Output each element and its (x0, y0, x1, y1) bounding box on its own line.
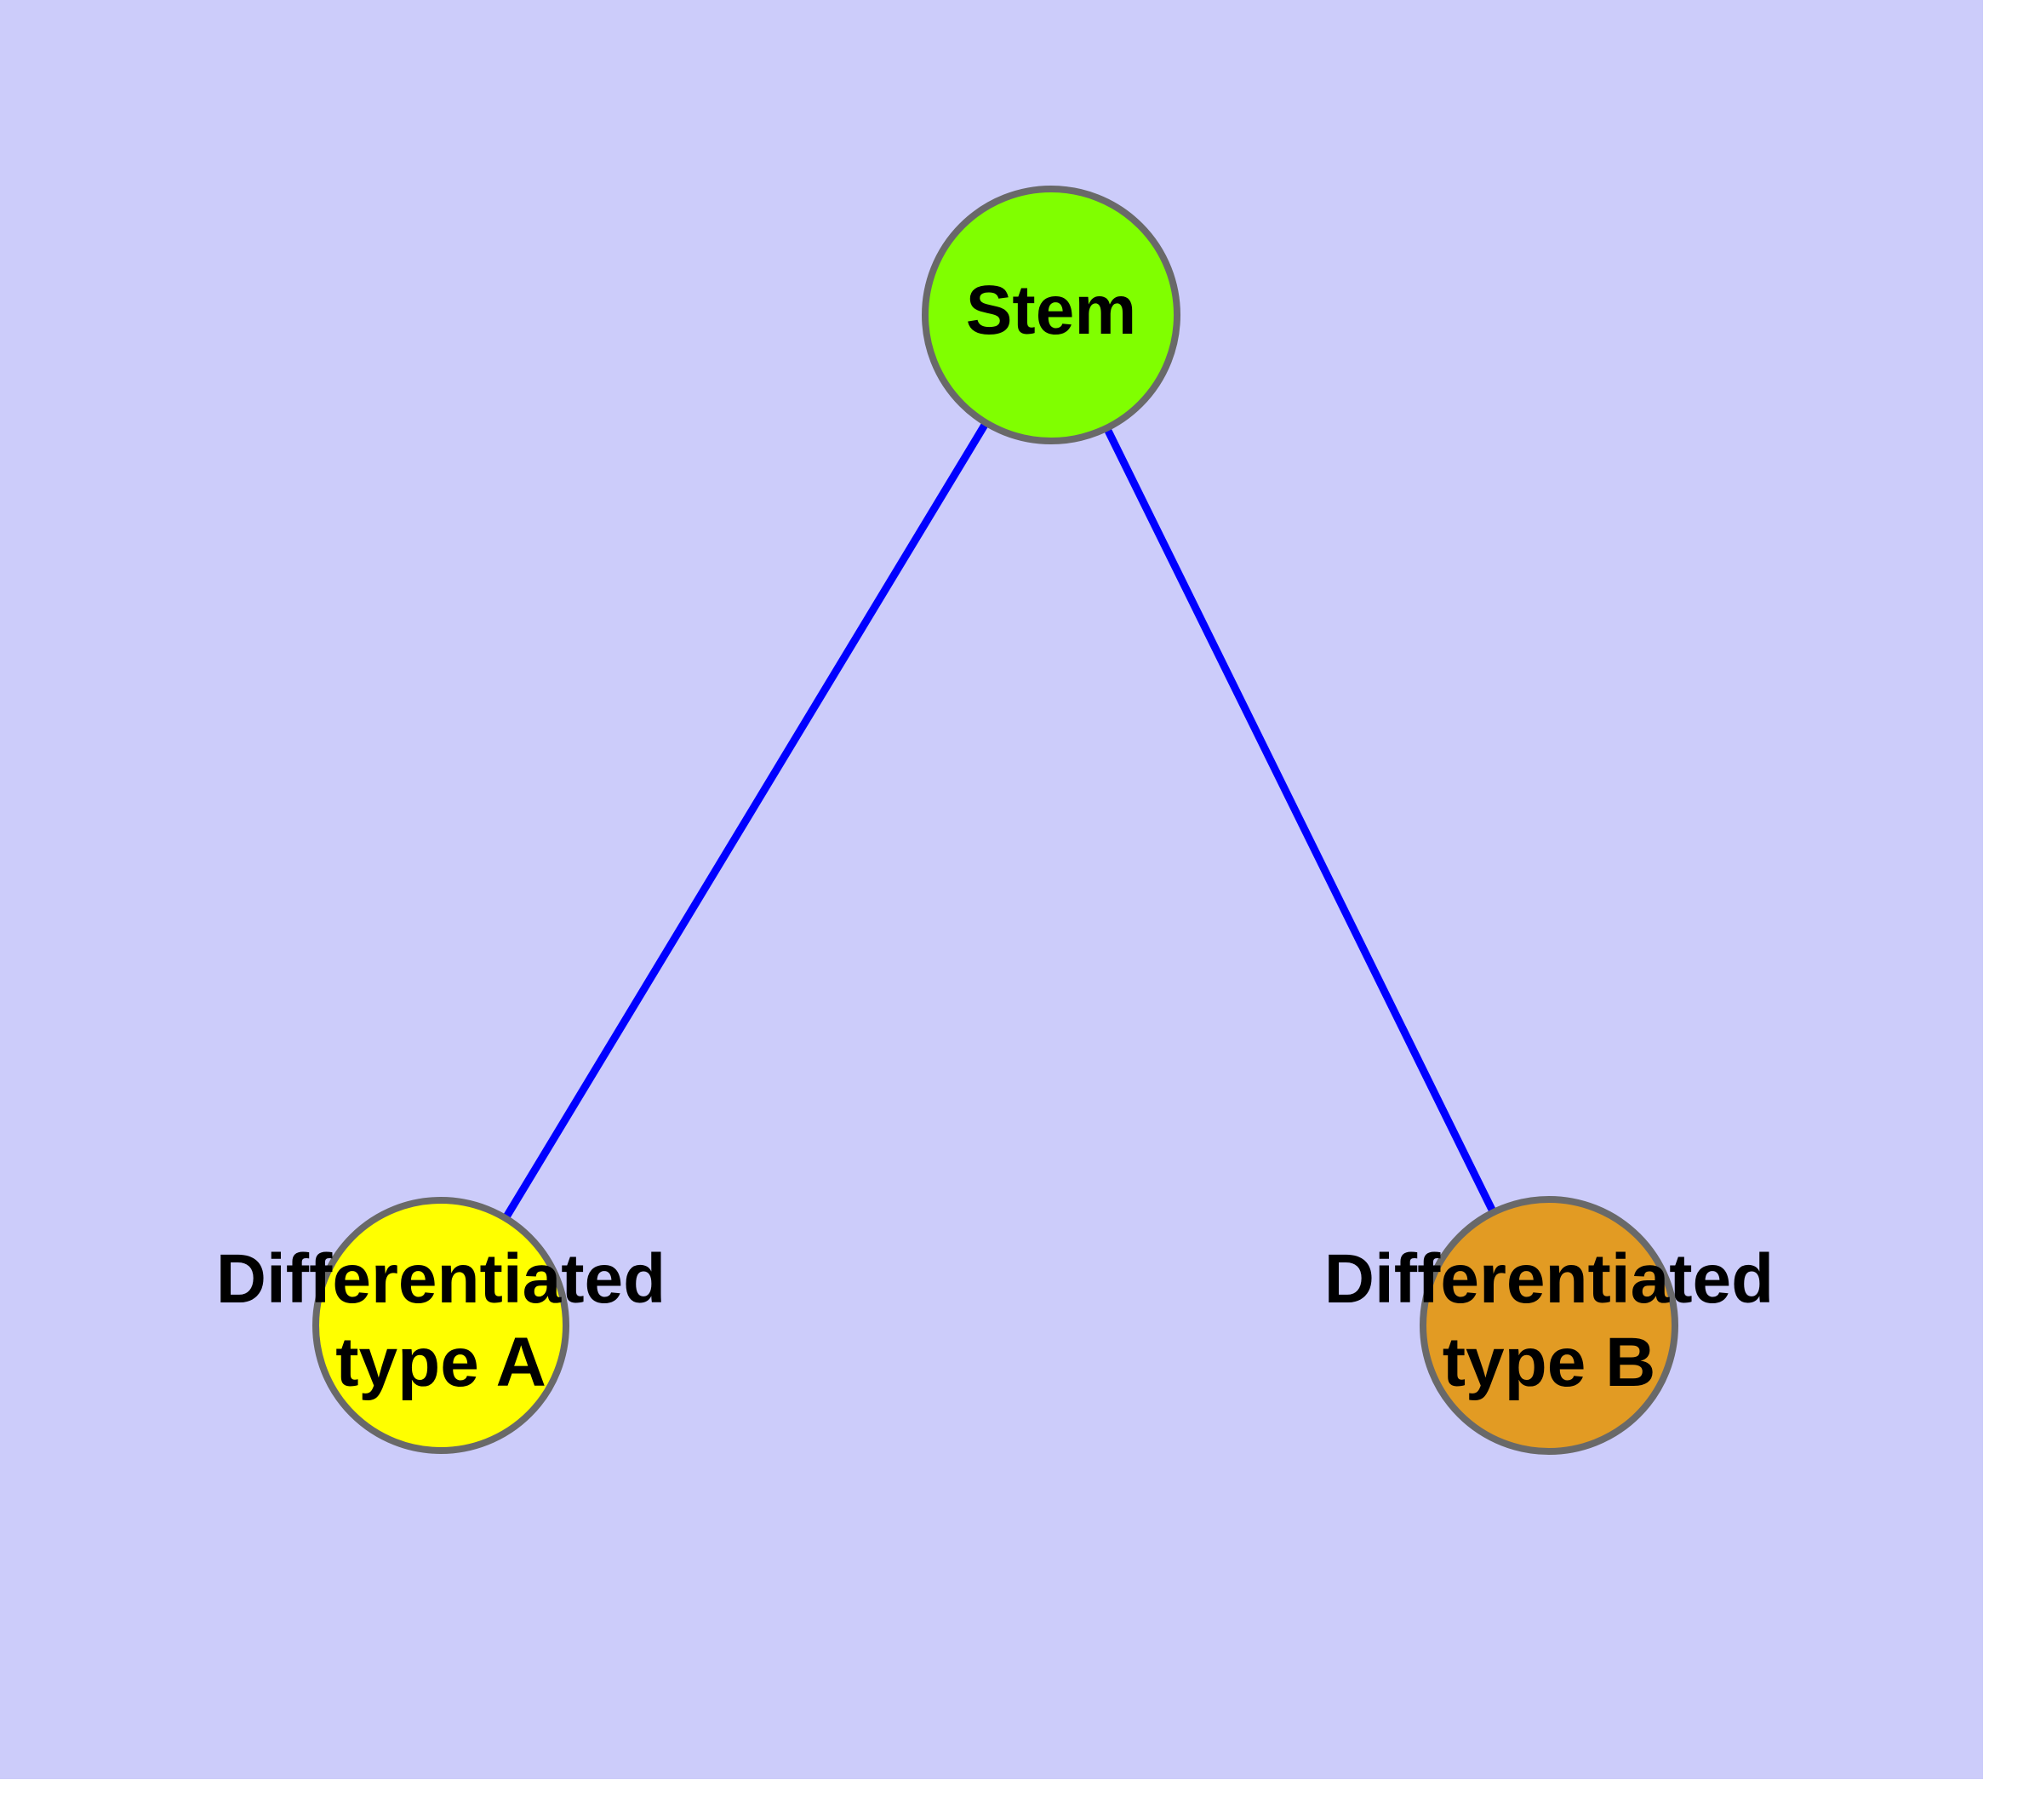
node-label-line: Differentiated (216, 1240, 666, 1318)
edge-stem-b[interactable] (1102, 424, 1498, 1216)
node-diff_a[interactable] (312, 1197, 569, 1454)
edge-stem-a[interactable] (501, 419, 991, 1222)
node-layer (312, 186, 1678, 1455)
node-label-line: type B (1443, 1324, 1656, 1401)
node-label-line: type A (335, 1324, 546, 1401)
node-label-line: Differentiated (1324, 1240, 1775, 1318)
node-diff_b[interactable] (1420, 1196, 1678, 1455)
node-label-stem: Stem (966, 272, 1137, 349)
node-label-line: Stem (966, 272, 1137, 349)
edge-layer (501, 419, 1498, 1222)
node-stem[interactable] (922, 186, 1180, 444)
